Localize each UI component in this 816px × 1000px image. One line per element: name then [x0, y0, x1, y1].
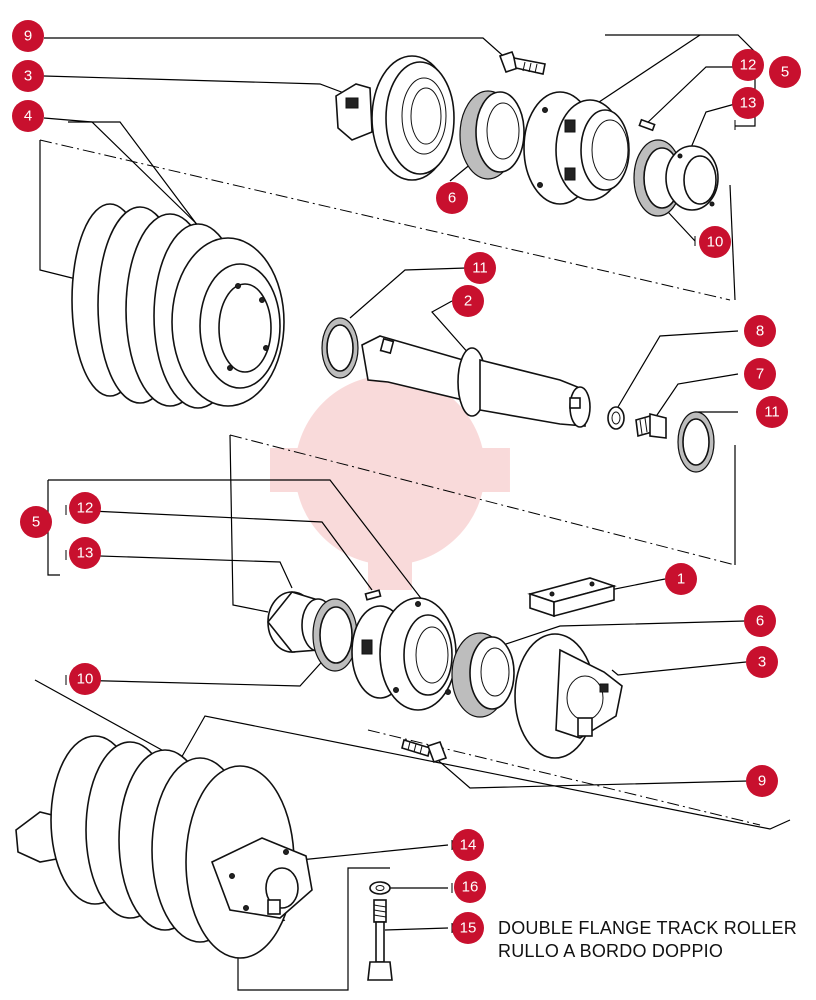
- collar-assembly-part-5-bottom: [351, 597, 457, 711]
- washer-part-8: [607, 406, 625, 430]
- callout-1: 1: [665, 563, 697, 595]
- watermark-gear-icon: [270, 350, 510, 590]
- callout-13-top: 13: [732, 87, 764, 119]
- callout-3-top: 3: [12, 60, 44, 92]
- diagram-title-english: DOUBLE FLANGE TRACK ROLLER: [498, 918, 797, 938]
- roller-body-part-4: [71, 203, 285, 409]
- svg-text:7: 7: [756, 366, 764, 383]
- housing-part-3-top: [335, 55, 455, 181]
- shaft-part-2: [361, 335, 591, 428]
- callout-8: 8: [744, 315, 776, 347]
- svg-text:11: 11: [764, 404, 780, 421]
- callout-16: 16: [454, 871, 486, 903]
- collar-assembly-part-5-top: [523, 91, 656, 205]
- callout-13-bottom: 13: [69, 537, 101, 569]
- callout-11-right: 11: [756, 396, 788, 428]
- callout-7: 7: [744, 358, 776, 390]
- svg-text:5: 5: [781, 64, 789, 81]
- callout-5-bottom: 5: [20, 506, 52, 538]
- callout-6-bottom: 6: [744, 605, 776, 637]
- callout-14: 14: [452, 829, 484, 861]
- svg-text:16: 16: [462, 879, 479, 896]
- svg-text:9: 9: [24, 28, 32, 45]
- svg-text:3: 3: [24, 68, 32, 85]
- svg-text:13: 13: [740, 95, 757, 112]
- callout-2: 2: [452, 285, 484, 317]
- svg-text:4: 4: [24, 108, 32, 125]
- svg-text:9: 9: [758, 773, 766, 790]
- svg-text:10: 10: [77, 671, 94, 688]
- svg-text:10: 10: [707, 234, 724, 251]
- svg-text:6: 6: [756, 613, 764, 630]
- assembled-roller: [15, 735, 313, 959]
- gasket-part-10-bottom: [312, 598, 358, 672]
- bolt-part-9-top: [498, 50, 546, 75]
- bolt-part-15: [367, 899, 393, 981]
- callout-9-bottom: 9: [746, 765, 778, 797]
- plug-part-7: [635, 412, 667, 439]
- bolt-part-9-bottom: [401, 738, 448, 764]
- seal-part-6-top: [459, 90, 525, 180]
- callout-10-top: 10: [699, 226, 731, 258]
- svg-text:12: 12: [77, 500, 94, 517]
- washer-part-16: [369, 881, 391, 895]
- svg-text:6: 6: [448, 190, 456, 207]
- leader-lines: [34, 34, 791, 991]
- callout-12-bottom: 12: [69, 492, 101, 524]
- seal-part-6-bottom: [451, 632, 515, 718]
- svg-text:5: 5: [32, 514, 40, 531]
- svg-text:1: 1: [677, 571, 685, 588]
- callout-11-top: 11: [464, 252, 496, 284]
- housing-part-3-bottom: [514, 633, 623, 759]
- svg-text:13: 13: [77, 545, 94, 562]
- svg-text:2: 2: [464, 293, 472, 310]
- svg-text:8: 8: [756, 323, 764, 340]
- ring-part-11-left: [321, 317, 359, 379]
- svg-text:15: 15: [460, 920, 477, 937]
- diagram-title-italian: RULLO A BORDO DOPPIO: [498, 941, 724, 961]
- callout-5-top: 5: [769, 56, 801, 88]
- svg-text:12: 12: [740, 57, 757, 74]
- key-block-part-1: [527, 577, 617, 618]
- callout-9-top: 9: [12, 20, 44, 52]
- callout-3-bottom: 3: [746, 646, 778, 678]
- callout-10-bottom: 10: [69, 663, 101, 695]
- callout-15: 15: [452, 912, 484, 944]
- svg-text:14: 14: [460, 837, 477, 854]
- svg-text:3: 3: [758, 654, 766, 671]
- pin-part-12-bottom: [364, 589, 382, 601]
- callout-4: 4: [12, 100, 44, 132]
- ring-part-11-right: [677, 411, 715, 473]
- callout-6-top: 6: [436, 182, 468, 214]
- bushing-part-13-top: [665, 145, 719, 211]
- svg-text:11: 11: [472, 260, 488, 277]
- callout-12-top: 12: [732, 49, 764, 81]
